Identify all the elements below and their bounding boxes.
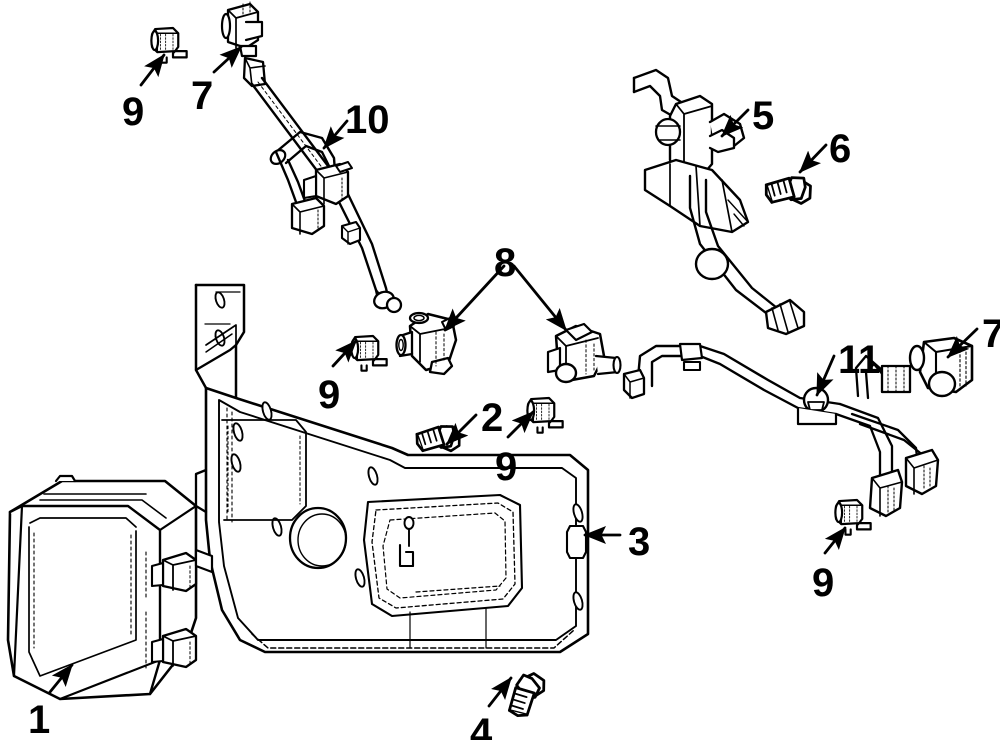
callout-7-label: 7: [191, 74, 214, 118]
part-bracket: [194, 283, 590, 654]
callout-8b-leader: [512, 264, 568, 332]
part-sensor-left: [395, 311, 458, 376]
callout-8-label: 8: [494, 241, 517, 285]
part-clip-9c: [526, 396, 564, 434]
callout-5-label: 5: [752, 94, 775, 138]
callout-8-leader: [443, 264, 506, 332]
callout-5-leader: [720, 108, 750, 138]
part-sensor-bracket: [632, 68, 806, 336]
callout-1-label: 1: [28, 698, 51, 740]
part-bolt-6: [761, 168, 816, 213]
callout-9b-label: 9: [318, 373, 341, 417]
callout-2-label: 2: [481, 396, 504, 440]
part-control-module: [6, 474, 198, 701]
callout-1-leader: [48, 663, 74, 694]
part-clip-9a: [150, 26, 188, 64]
callout-3-label: 3: [628, 520, 651, 564]
callout-7b-leader: [946, 327, 979, 359]
part-sensor-right: [546, 322, 622, 384]
callout-4-label: 4: [470, 711, 493, 740]
callout-9-label: 9: [122, 90, 145, 134]
callout-6-label: 6: [829, 127, 852, 171]
callout-10-leader: [322, 119, 349, 150]
part-clip-9d: [834, 498, 872, 536]
callout-4-leader: [487, 676, 513, 708]
callout-11-leader: [815, 354, 836, 397]
callout-9-leader: [139, 53, 166, 87]
callout-9d-leader: [823, 526, 847, 555]
callout-6-leader: [798, 143, 828, 174]
callout-10-label: 10: [345, 98, 390, 142]
callout-9c-label: 9: [495, 445, 518, 489]
callout-9b-leader: [331, 339, 358, 368]
callout-7b-label: 7: [982, 312, 1000, 356]
callout-2-leader: [445, 413, 478, 446]
part-wire-harness: [622, 342, 940, 518]
callout-7-leader: [212, 45, 243, 74]
callout-11-label: 11: [838, 338, 881, 382]
callout-9c-leader: [506, 410, 535, 439]
part-hose-tube-assembly: [220, 1, 403, 314]
part-bolt-2: [412, 418, 465, 460]
part-clamp-right: [908, 336, 974, 398]
callout-9d-label: 9: [812, 561, 835, 605]
part-bolt-4: [497, 666, 555, 724]
